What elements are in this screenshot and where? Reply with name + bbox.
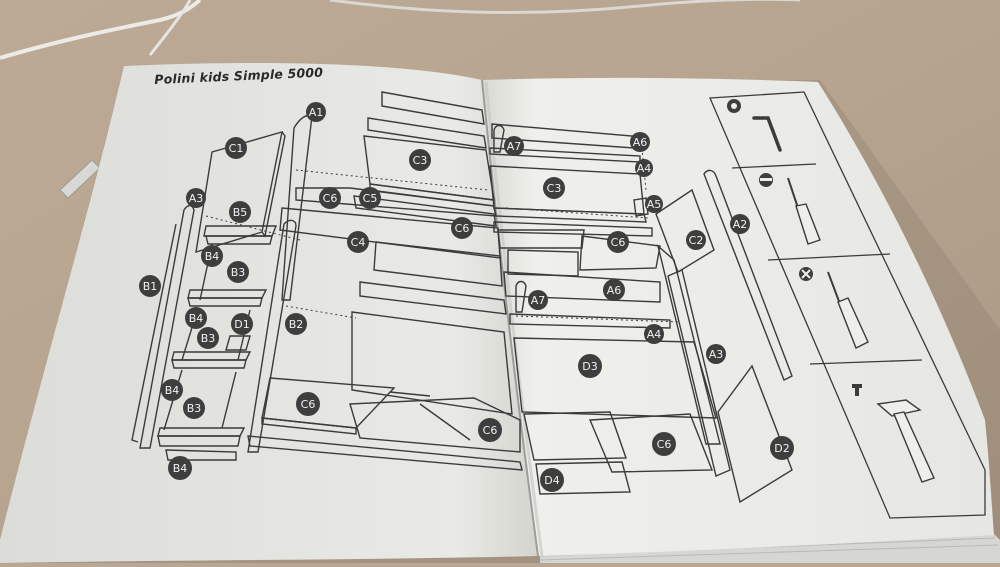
part-label: C6 xyxy=(652,432,676,456)
assembly-diagram-left xyxy=(131,91,523,471)
svg-text:C6: C6 xyxy=(455,222,470,235)
part-label: B3 xyxy=(183,397,205,419)
part-label: C6 xyxy=(607,231,629,253)
hammer-icon xyxy=(852,384,935,483)
allen-key-icon xyxy=(727,99,782,152)
assembly-diagram-right xyxy=(489,123,793,504)
svg-text:C6: C6 xyxy=(483,424,498,437)
svg-text:D4: D4 xyxy=(544,474,559,487)
svg-text:C6: C6 xyxy=(611,236,626,249)
svg-text:B4: B4 xyxy=(205,250,220,263)
part-label: C2 xyxy=(686,230,706,250)
part-label: A6 xyxy=(603,279,625,301)
svg-text:B3: B3 xyxy=(201,332,216,345)
svg-text:B1: B1 xyxy=(143,280,158,293)
svg-text:A3: A3 xyxy=(709,348,724,361)
svg-text:A5: A5 xyxy=(647,198,662,211)
svg-text:A7: A7 xyxy=(531,294,546,307)
svg-text:D2: D2 xyxy=(774,442,789,455)
svg-text:C3: C3 xyxy=(547,182,562,195)
svg-text:C4: C4 xyxy=(351,236,366,249)
svg-text:B2: B2 xyxy=(289,318,304,331)
part-label: B5 xyxy=(229,201,251,223)
right-page xyxy=(482,77,994,557)
part-labels: A1 C1 C6 C5 C3 A3 B5 C4 C6 B4 B3 B1 B4 D… xyxy=(139,102,794,492)
part-label: C6 xyxy=(451,217,473,239)
svg-text:A6: A6 xyxy=(633,136,648,149)
svg-text:A6: A6 xyxy=(607,284,622,297)
part-label: B3 xyxy=(227,261,249,283)
part-label: B4 xyxy=(201,245,223,267)
part-label: C1 xyxy=(225,137,247,159)
part-label: A7 xyxy=(528,290,548,310)
svg-text:D3: D3 xyxy=(582,360,597,373)
part-label: A2 xyxy=(730,214,750,234)
part-label: D1 xyxy=(231,313,253,335)
part-label: C6 xyxy=(296,392,320,416)
part-label: D4 xyxy=(540,468,564,492)
svg-text:B4: B4 xyxy=(189,312,204,325)
phillips-screwdriver-icon xyxy=(799,267,869,349)
part-label: C6 xyxy=(478,418,502,442)
svg-text:D1: D1 xyxy=(234,318,249,331)
part-label: B2 xyxy=(285,313,307,335)
svg-text:C2: C2 xyxy=(689,234,704,247)
flathead-screwdriver-icon xyxy=(759,173,821,245)
svg-text:C6: C6 xyxy=(323,192,338,205)
cable xyxy=(148,0,192,56)
part-label: A4 xyxy=(635,159,653,177)
part-label: B4 xyxy=(168,456,192,480)
svg-text:C1: C1 xyxy=(229,142,244,155)
cable xyxy=(329,0,800,15)
svg-text:A1: A1 xyxy=(309,106,324,119)
part-label: A6 xyxy=(630,132,650,152)
svg-text:A4: A4 xyxy=(647,328,662,341)
part-label: A5 xyxy=(645,195,663,213)
svg-text:C3: C3 xyxy=(413,154,428,167)
cable xyxy=(0,0,202,60)
tools-panel xyxy=(709,91,986,519)
part-label: B4 xyxy=(161,379,183,401)
svg-text:B5: B5 xyxy=(233,206,248,219)
svg-text:A4: A4 xyxy=(637,162,652,175)
svg-text:A3: A3 xyxy=(189,192,204,205)
part-label: D2 xyxy=(770,436,794,460)
svg-text:C6: C6 xyxy=(301,398,316,411)
part-label: A3 xyxy=(706,344,726,364)
part-label: D3 xyxy=(578,354,602,378)
part-label: A4 xyxy=(644,324,664,344)
part-label: B4 xyxy=(185,307,207,329)
svg-text:C5: C5 xyxy=(363,192,378,205)
part-label: C6 xyxy=(319,187,341,209)
svg-text:B3: B3 xyxy=(231,266,246,279)
part-label: A7 xyxy=(504,136,524,156)
part-label: B3 xyxy=(197,327,219,349)
part-label: A3 xyxy=(186,188,206,208)
part-label: B1 xyxy=(139,275,161,297)
svg-text:B4: B4 xyxy=(173,462,188,475)
svg-text:C6: C6 xyxy=(657,438,672,451)
svg-text:A2: A2 xyxy=(733,218,748,231)
part-label: C4 xyxy=(347,231,369,253)
part-label: A1 xyxy=(306,102,326,122)
svg-text:A7: A7 xyxy=(507,140,522,153)
svg-text:B3: B3 xyxy=(187,402,202,415)
part-label: C3 xyxy=(543,177,565,199)
part-label: C3 xyxy=(409,149,431,171)
part-label: C5 xyxy=(359,187,381,209)
svg-text:B4: B4 xyxy=(165,384,180,397)
